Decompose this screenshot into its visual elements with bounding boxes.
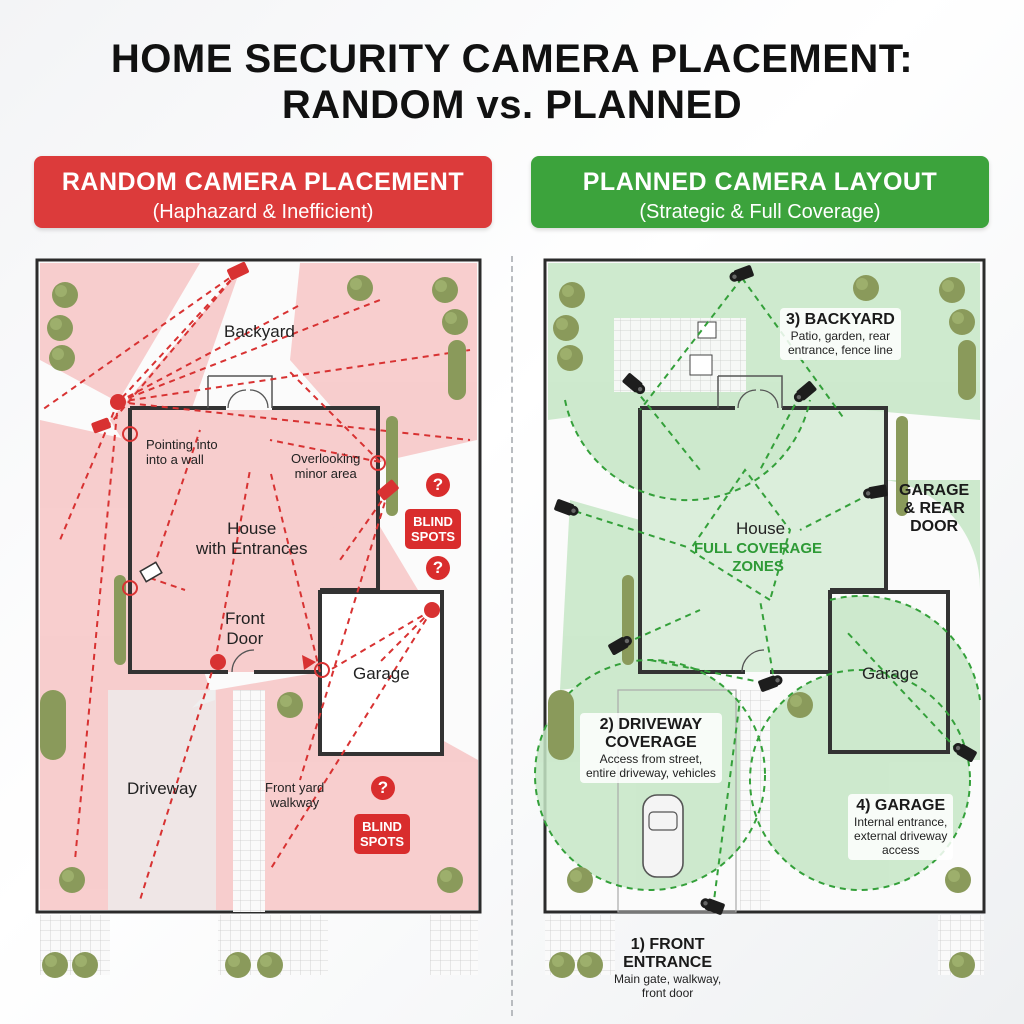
planned-layout-subheading: (Strategic & Full Coverage) xyxy=(639,201,881,223)
callout-front-line-1: Main gate, walkway, xyxy=(614,972,722,986)
blind-spots-line-2: SPOTS xyxy=(411,529,456,544)
question-mark-icon: ? xyxy=(426,556,450,580)
callout-driveway: 2) DRIVEWAY COVERAGE Access from street,… xyxy=(580,713,722,783)
callout-backyard: 3) BACKYARD Patio, garden, rear entrance… xyxy=(780,308,901,360)
minor-area-note: Overlooking minor area xyxy=(291,451,360,481)
callout-garage-line-3: access xyxy=(882,843,920,857)
question-mark-icon: ? xyxy=(371,776,395,800)
full-coverage-zones-label: FULL COVERAGE ZONES xyxy=(694,540,822,576)
walkway-label: Front yard walkway xyxy=(265,780,324,810)
front-door-label-line-1: Front xyxy=(225,609,265,628)
callout-front-entrance: 1) FRONT ENTRANCE Main gate, walkway, fr… xyxy=(608,933,727,1003)
blind-spots-line-1: BLIND xyxy=(413,514,453,529)
house-label-line-2: with Entrances xyxy=(196,539,308,558)
full-coverage-line-1: FULL COVERAGE xyxy=(694,540,823,557)
planned-layout-heading: PLANNED CAMERA LAYOUT xyxy=(582,168,938,196)
walkway-label-line-1: Front yard xyxy=(265,780,325,795)
random-placement-subheading: (Haphazard & Inefficient) xyxy=(152,201,374,223)
backyard-label: Backyard xyxy=(224,322,295,341)
blind-spots-line-2: SPOTS xyxy=(360,834,405,849)
callout-garage-line-1: Internal entrance, xyxy=(854,815,948,829)
callout-backyard-line-1: Patio, garden, rear xyxy=(790,329,891,343)
blind-spots-line-1: BLIND xyxy=(362,819,402,834)
callout-driveway-line-2: entire driveway, vehicles xyxy=(586,766,716,780)
callout-front-title-2: ENTRANCE xyxy=(623,954,713,971)
wall-note-line-1: Pointing into xyxy=(146,437,218,452)
callout-front-title-1: 1) FRONT xyxy=(630,936,705,953)
left-floor-plan xyxy=(35,258,482,978)
right-floor-plan xyxy=(534,258,986,978)
blind-spots-badge-upper: BLIND SPOTS xyxy=(405,509,462,549)
page-title: HOME SECURITY CAMERA PLACEMENT: RANDOM v… xyxy=(0,36,1024,128)
callout-garage: 4) GARAGE Internal entrance, external dr… xyxy=(848,794,954,860)
callout-backyard-title: 3) BACKYARD xyxy=(786,311,895,328)
callout-garage-title: 4) GARAGE xyxy=(856,797,946,814)
garage-label-right: Garage xyxy=(862,664,919,683)
garage-rear-line-3: DOOR xyxy=(910,518,959,535)
minor-area-note-line-2: minor area xyxy=(294,466,357,481)
callout-front-line-2: front door xyxy=(641,986,694,1000)
car-icon xyxy=(642,794,684,878)
minor-area-note-line-1: Overlooking xyxy=(291,451,361,466)
random-sight-lines xyxy=(41,271,471,901)
walkway-label-line-2: walkway xyxy=(270,795,320,810)
house-label-line-1: House xyxy=(227,519,277,538)
blind-spots-badge-lower: BLIND SPOTS xyxy=(354,814,411,854)
garage-rear-line-2: & REAR xyxy=(903,500,965,517)
planned-sight-lines xyxy=(534,277,981,909)
title-line-2: RANDOM vs. PLANNED xyxy=(281,83,743,127)
callout-driveway-title-2: COVERAGE xyxy=(605,734,697,751)
front-door-label-line-2: Door xyxy=(226,629,264,648)
callout-garage-line-2: external driveway xyxy=(854,829,948,843)
driveway-label: Driveway xyxy=(127,779,197,798)
random-placement-heading: RANDOM CAMERA PLACEMENT xyxy=(61,168,465,196)
question-mark-icon: ? xyxy=(426,473,450,497)
wall-note: Pointing into into a wall xyxy=(146,437,218,467)
house-label: House with Entrances xyxy=(196,519,308,559)
callout-driveway-title-1: 2) DRIVEWAY xyxy=(599,716,703,733)
garage-label-left: Garage xyxy=(353,664,410,683)
wall-note-line-2: into a wall xyxy=(146,452,204,467)
callout-backyard-line-2: entrance, fence line xyxy=(788,343,893,357)
full-coverage-line-2: ZONES xyxy=(732,558,784,575)
panel-divider xyxy=(511,256,513,1016)
garage-rear-line-1: GARAGE xyxy=(899,482,970,499)
title-line-1: HOME SECURITY CAMERA PLACEMENT: xyxy=(110,37,914,81)
house-label-right: House xyxy=(736,519,786,538)
garage-rear-door-label: GARAGE & REAR DOOR xyxy=(899,482,969,536)
random-placement-banner: RANDOM CAMERA PLACEMENT (Haphazard & Ine… xyxy=(34,156,492,228)
front-door-label: Front Door xyxy=(225,609,265,649)
planned-layout-banner: PLANNED CAMERA LAYOUT (Strategic & Full … xyxy=(531,156,989,228)
callout-driveway-line-1: Access from street, xyxy=(599,752,703,766)
